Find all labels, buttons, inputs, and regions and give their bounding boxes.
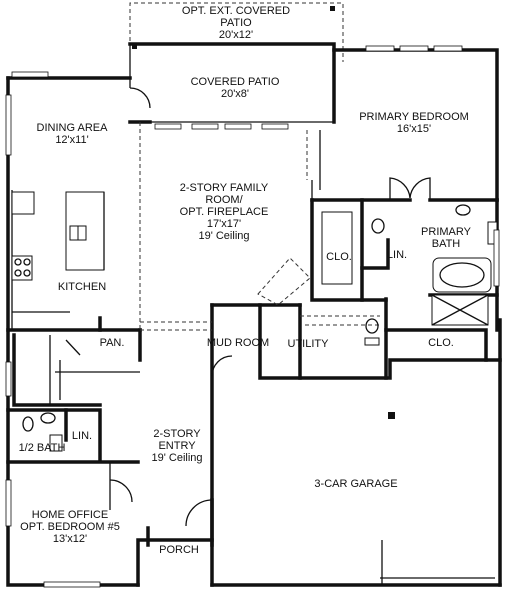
family-room-label: 2-STORY FAMILY ROOM/ OPT. FIREPLACE 17'x…: [180, 182, 269, 242]
mud-line1: MUD ROOM: [206, 337, 270, 349]
primary-bath-label: PRIMARY BATH: [421, 226, 471, 250]
family-line3: OPT. FIREPLACE: [179, 206, 269, 218]
office-label: HOME OFFICE OPT. BEDROOM #5 13'x12': [20, 509, 120, 545]
entry-label: 2-STORY ENTRY 19' Ceiling: [151, 428, 202, 464]
family-line1: 2-STORY FAMILY: [179, 182, 269, 194]
openings-dashed: [139, 122, 380, 331]
garage-label: 3-CAR GARAGE: [314, 478, 397, 490]
covered-patio-outline: [128, 42, 336, 124]
pan-line1: PAN.: [99, 337, 125, 349]
utility-label: UTILITY: [288, 338, 329, 350]
porch-line1: PORCH: [159, 544, 199, 556]
primary-bed-line2: 16'x15': [396, 123, 432, 135]
opt-patio-line3: 20'x12': [218, 29, 254, 41]
pan-label: PAN.: [100, 337, 125, 349]
dining-line1: DINING AREA: [36, 122, 108, 134]
covered-patio-label: COVERED PATIO 20'x8': [191, 76, 280, 100]
kitchen-line1: KITCHEN: [57, 281, 107, 293]
dining-line2: 12'x11': [55, 134, 89, 146]
family-line4: 17'x17': [206, 218, 242, 230]
garage-line1: 3-CAR GARAGE: [314, 478, 398, 490]
entry-line3: 19' Ceiling: [151, 452, 203, 464]
office-line2: OPT. BEDROOM #5: [20, 521, 120, 533]
clo1-line1: CLO.: [326, 251, 352, 263]
utility-line1: UTILITY: [287, 338, 329, 350]
opt-patio-line1: OPT. EXT. COVERED: [181, 5, 291, 17]
primary-bath-line1: PRIMARY: [421, 226, 471, 238]
interior-walls: [6, 130, 502, 585]
covered-patio-line2: 20'x8': [220, 88, 250, 100]
garage-door: [380, 412, 495, 579]
bath-fixtures: [22, 204, 498, 452]
lin2-label: LIN.: [72, 430, 92, 442]
opt-patio-outline: [129, 2, 344, 62]
clo2-line1: CLO.: [428, 337, 454, 349]
half-bath-label: 1/2 BATH: [19, 442, 66, 454]
entry-line1: 2-STORY: [153, 428, 201, 440]
dining-label: DINING AREA 12'x11': [37, 122, 108, 146]
primary-bed-label: PRIMARY BEDROOM 16'x15': [359, 111, 469, 135]
covered-patio-line1: COVERED PATIO: [190, 76, 280, 88]
entry-line2: ENTRY: [158, 440, 196, 452]
primary-bath-line2: BATH: [431, 238, 461, 250]
doors: [109, 87, 431, 527]
family-line2: ROOM/: [205, 194, 243, 206]
windows: [5, 45, 500, 588]
clo2-label: CLO.: [428, 337, 454, 349]
mud-room-label: MUD ROOM: [207, 337, 269, 349]
fireplace: [257, 257, 311, 306]
lin2-line1: LIN.: [71, 430, 93, 442]
lin1-label: LIN.: [387, 249, 407, 261]
office-line3: 13'x12': [52, 533, 88, 545]
porch-label: PORCH: [159, 544, 199, 556]
kitchen-label: KITCHEN: [58, 281, 106, 293]
primary-bed-line1: PRIMARY BEDROOM: [359, 111, 469, 123]
opt-patio-line2: PATIO: [220, 17, 252, 29]
opt-patio-label: OPT. EXT. COVERED PATIO 20'x12': [182, 5, 290, 41]
half-bath-line1: 1/2 BATH: [18, 442, 66, 454]
kitchen-fixtures: [11, 191, 105, 313]
office-line1: HOME OFFICE: [31, 509, 109, 521]
lin1-line1: LIN.: [386, 249, 408, 261]
clo1-label: CLO.: [326, 251, 352, 263]
family-line5: 19' Ceiling: [198, 230, 250, 242]
